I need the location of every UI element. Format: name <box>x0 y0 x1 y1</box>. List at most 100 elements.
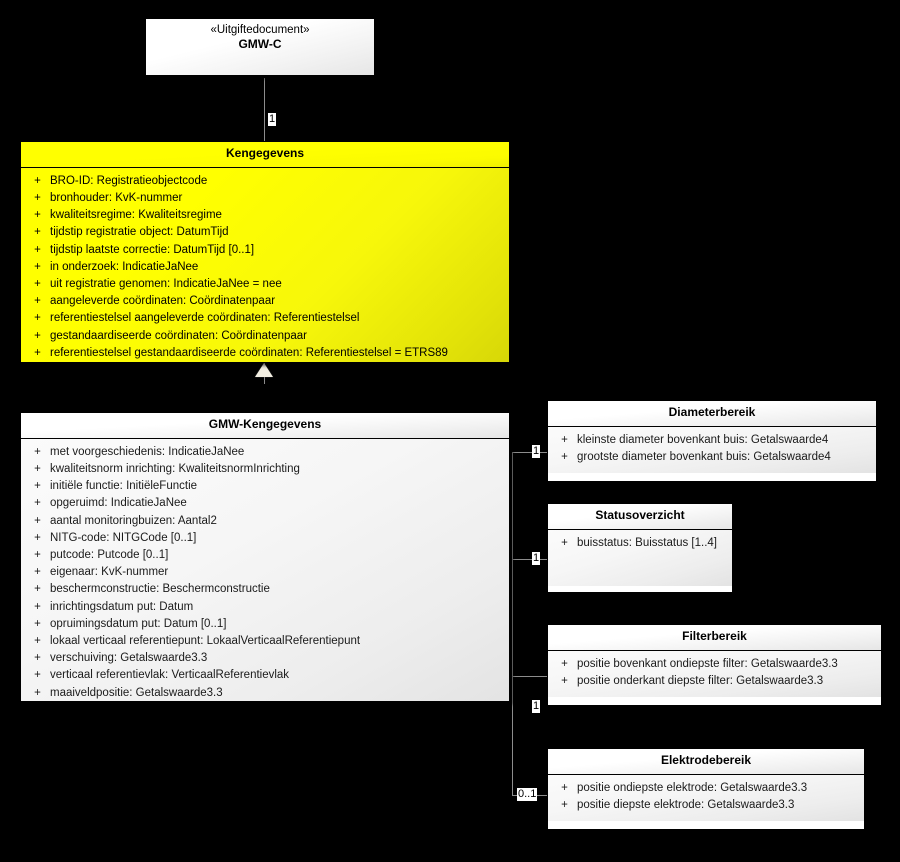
attribute-row: + referentiestelsel aangeleverde coördina… <box>25 310 505 327</box>
visibility-marker: + <box>34 617 41 630</box>
attribute-row: + positie ondiepste elektrode: Getalswaar… <box>552 780 860 797</box>
visibility-marker: + <box>34 531 41 544</box>
attribute-signature: grootste diameter bovenkant buis: Getals… <box>577 451 831 463</box>
visibility-marker: + <box>561 675 568 687</box>
attribute-row: +opgeruimd: IndicatieJaNee <box>25 495 505 512</box>
class-box-gmw-kengegevens[interactable]: GMW-Kengegevens +met voorgeschiedenis: I… <box>20 412 510 702</box>
attribute-row: +met voorgeschiedenis: IndicatieJaNee <box>25 444 505 461</box>
visibility-marker: + <box>34 243 41 256</box>
class-name: Elektrodebereik <box>660 753 752 767</box>
attribute-signature: beschermconstructie: Beschermconstructie <box>50 583 270 596</box>
attribute-row: +inrichtingsdatum put: Datum <box>25 599 505 616</box>
class-box-statusoverzicht[interactable]: Statusoverzicht +buisstatus: Buisstatus … <box>547 503 733 593</box>
attribute-signature: initiële functie: InitiëleFunctie <box>50 480 198 493</box>
visibility-marker: + <box>561 657 568 670</box>
attribute-row: + putcode: Putcode [0..1] <box>25 547 505 564</box>
attribute-signature: positie ondiepste elektrode: Getalswaard… <box>577 781 808 794</box>
visibility-marker: + <box>561 536 568 549</box>
attribute-row: +verschuiving: Getalswaarde3.3 <box>25 650 505 667</box>
attribute-row: +NITG-code: NITGCode [0..1] <box>25 530 505 547</box>
attribute-compartment: +BRO-ID: Registratieobjectcode +bronhoud… <box>21 167 509 362</box>
visibility-marker: + <box>34 192 41 204</box>
connector-gmwc-kengegevens <box>264 78 265 142</box>
visibility-marker: + <box>34 278 41 291</box>
class-name-band: Diameterbereik <box>548 401 876 427</box>
attribute-row: + tijdstip registratie object: DatumTijd <box>25 224 505 241</box>
attribute-signature: eigenaar: KvK-nummer <box>50 566 169 579</box>
multiplicity-statusoverzicht: 1 <box>532 552 541 565</box>
visibility-marker: + <box>34 686 41 699</box>
attribute-row: + bronhouder: KvK-nummer <box>25 190 505 207</box>
attribute-row: +kleinste diameter bovenkant buis: Getal… <box>552 432 872 449</box>
multiplicity-filterbereik: 1 <box>532 700 541 713</box>
class-name: Kengegevens <box>225 146 305 160</box>
visibility-marker: + <box>34 346 41 359</box>
connector-gmwkg-filterbereik <box>512 676 552 677</box>
visibility-marker: + <box>34 480 41 493</box>
attribute-row: + positie diepste elektrode: Getalswaarde… <box>552 797 860 814</box>
class-box-diameterbereik[interactable]: Diameterbereik +kleinste diameter bovenk… <box>547 400 877 482</box>
class-name: Filterbereik <box>682 629 747 643</box>
attribute-row: +kwaliteitsnorm inrichting: Kwaliteitsno… <box>25 461 505 478</box>
attribute-signature: maaiveldpositie: Getalswaarde3.3 <box>50 686 223 699</box>
attribute-row: +verticaal referentievlak: VerticaalRefe… <box>25 667 505 684</box>
visibility-marker: + <box>561 799 568 811</box>
visibility-marker: + <box>561 451 568 463</box>
attribute-row: + opruimingsdatum put: Datum [0..1] <box>25 616 505 633</box>
connector-gmwkg-right-spine <box>512 452 513 796</box>
attribute-compartment: +met voorgeschiedenis: IndicatieJaNee +k… <box>21 438 509 701</box>
attribute-compartment: +kleinste diameter bovenkant buis: Getal… <box>548 426 876 474</box>
attribute-row: + initiële functie: InitiëleFunctie <box>25 478 505 495</box>
attribute-signature: positie onderkant diepste filter: Getals… <box>577 675 824 687</box>
visibility-marker: + <box>34 174 41 187</box>
attribute-row: +kwaliteitsregime: Kwaliteitsregime <box>25 207 505 224</box>
class-name-band: Statusoverzicht <box>548 504 732 530</box>
visibility-marker: + <box>34 635 41 648</box>
attribute-row: + grootste diameter bovenkant buis: Getal… <box>552 449 872 466</box>
attribute-signature: positie bovenkant ondiepste filter: Geta… <box>577 657 838 670</box>
visibility-marker: + <box>34 226 41 239</box>
visibility-marker: + <box>34 669 41 682</box>
class-box-filterbereik[interactable]: Filterbereik + positie bovenkant ondiepst… <box>547 624 882 706</box>
attribute-signature: uit registratie genomen: IndicatieJaNee … <box>50 278 282 291</box>
attribute-signature: referentiestelsel aangeleverde coördinat… <box>50 312 360 325</box>
attribute-compartment: + positie ondiepste elektrode: Getalswaar… <box>548 774 864 822</box>
attribute-row: + maaiveldpositie: Getalswaarde3.3 <box>25 685 505 701</box>
attribute-row: + positie bovenkant ondiepste filter: Get… <box>552 656 877 673</box>
attribute-compartment: +buisstatus: Buisstatus [1..4] <box>548 529 732 586</box>
attribute-signature: bronhouder: KvK-nummer <box>50 192 183 204</box>
attribute-signature: tijdstip registratie object: DatumTijd <box>50 226 229 239</box>
attribute-signature: kwaliteitsregime: Kwaliteitsregime <box>50 209 222 222</box>
visibility-marker: + <box>34 600 41 613</box>
attribute-signature: opruimingsdatum put: Datum [0..1] <box>50 617 227 630</box>
visibility-marker: + <box>34 549 41 562</box>
class-stereotype: «Uitgiftedocument» <box>210 24 310 36</box>
attribute-signature: positie diepste elektrode: Getalswaarde3… <box>577 799 795 811</box>
class-name: Diameterbereik <box>668 405 756 419</box>
attribute-row: + lokaal verticaal referentiepunt: Lokaal… <box>25 633 505 650</box>
attribute-row: + eigenaar: KvK-nummer <box>25 564 505 581</box>
generalization-arrow-icon <box>255 363 273 377</box>
attribute-row: +aantal monitoringbuizen: Aantal2 <box>25 513 505 530</box>
class-name: GMW-Kengegevens <box>208 417 322 431</box>
attribute-row: + tijdstip laatste correctie: DatumTijd [… <box>25 242 505 259</box>
attribute-signature: lokaal verticaal referentiepunt: LokaalV… <box>50 635 361 648</box>
visibility-marker: + <box>34 463 41 475</box>
class-box-elektrodebereik[interactable]: Elektrodebereik + positie ondiepste elekt… <box>547 748 865 830</box>
visibility-marker: + <box>34 445 41 458</box>
multiplicity-diameterbereik: 1 <box>532 445 541 458</box>
class-box-kengegevens[interactable]: Kengegevens +BRO-ID: Registratieobjectco… <box>20 141 510 363</box>
attribute-signature: aangeleverde coördinaten: Coördinatenpaa… <box>50 295 276 308</box>
attribute-row: +buisstatus: Buisstatus [1..4] <box>552 535 728 552</box>
attribute-signature: putcode: Putcode [0..1] <box>50 549 169 562</box>
class-box-gmw-c[interactable]: «Uitgiftedocument» GMW-C <box>145 18 375 76</box>
attribute-signature: tijdstip laatste correctie: DatumTijd [0… <box>50 243 255 256</box>
visibility-marker: + <box>34 566 41 579</box>
visibility-marker: + <box>34 652 41 665</box>
multiplicity-gmwc-kengegevens: 1 <box>268 113 277 126</box>
visibility-marker: + <box>561 781 568 794</box>
visibility-marker: + <box>34 295 41 308</box>
class-name-band: Kengegevens <box>21 142 509 168</box>
visibility-marker: + <box>34 312 41 325</box>
multiplicity-elektrodebereik: 0..1 <box>517 788 538 801</box>
